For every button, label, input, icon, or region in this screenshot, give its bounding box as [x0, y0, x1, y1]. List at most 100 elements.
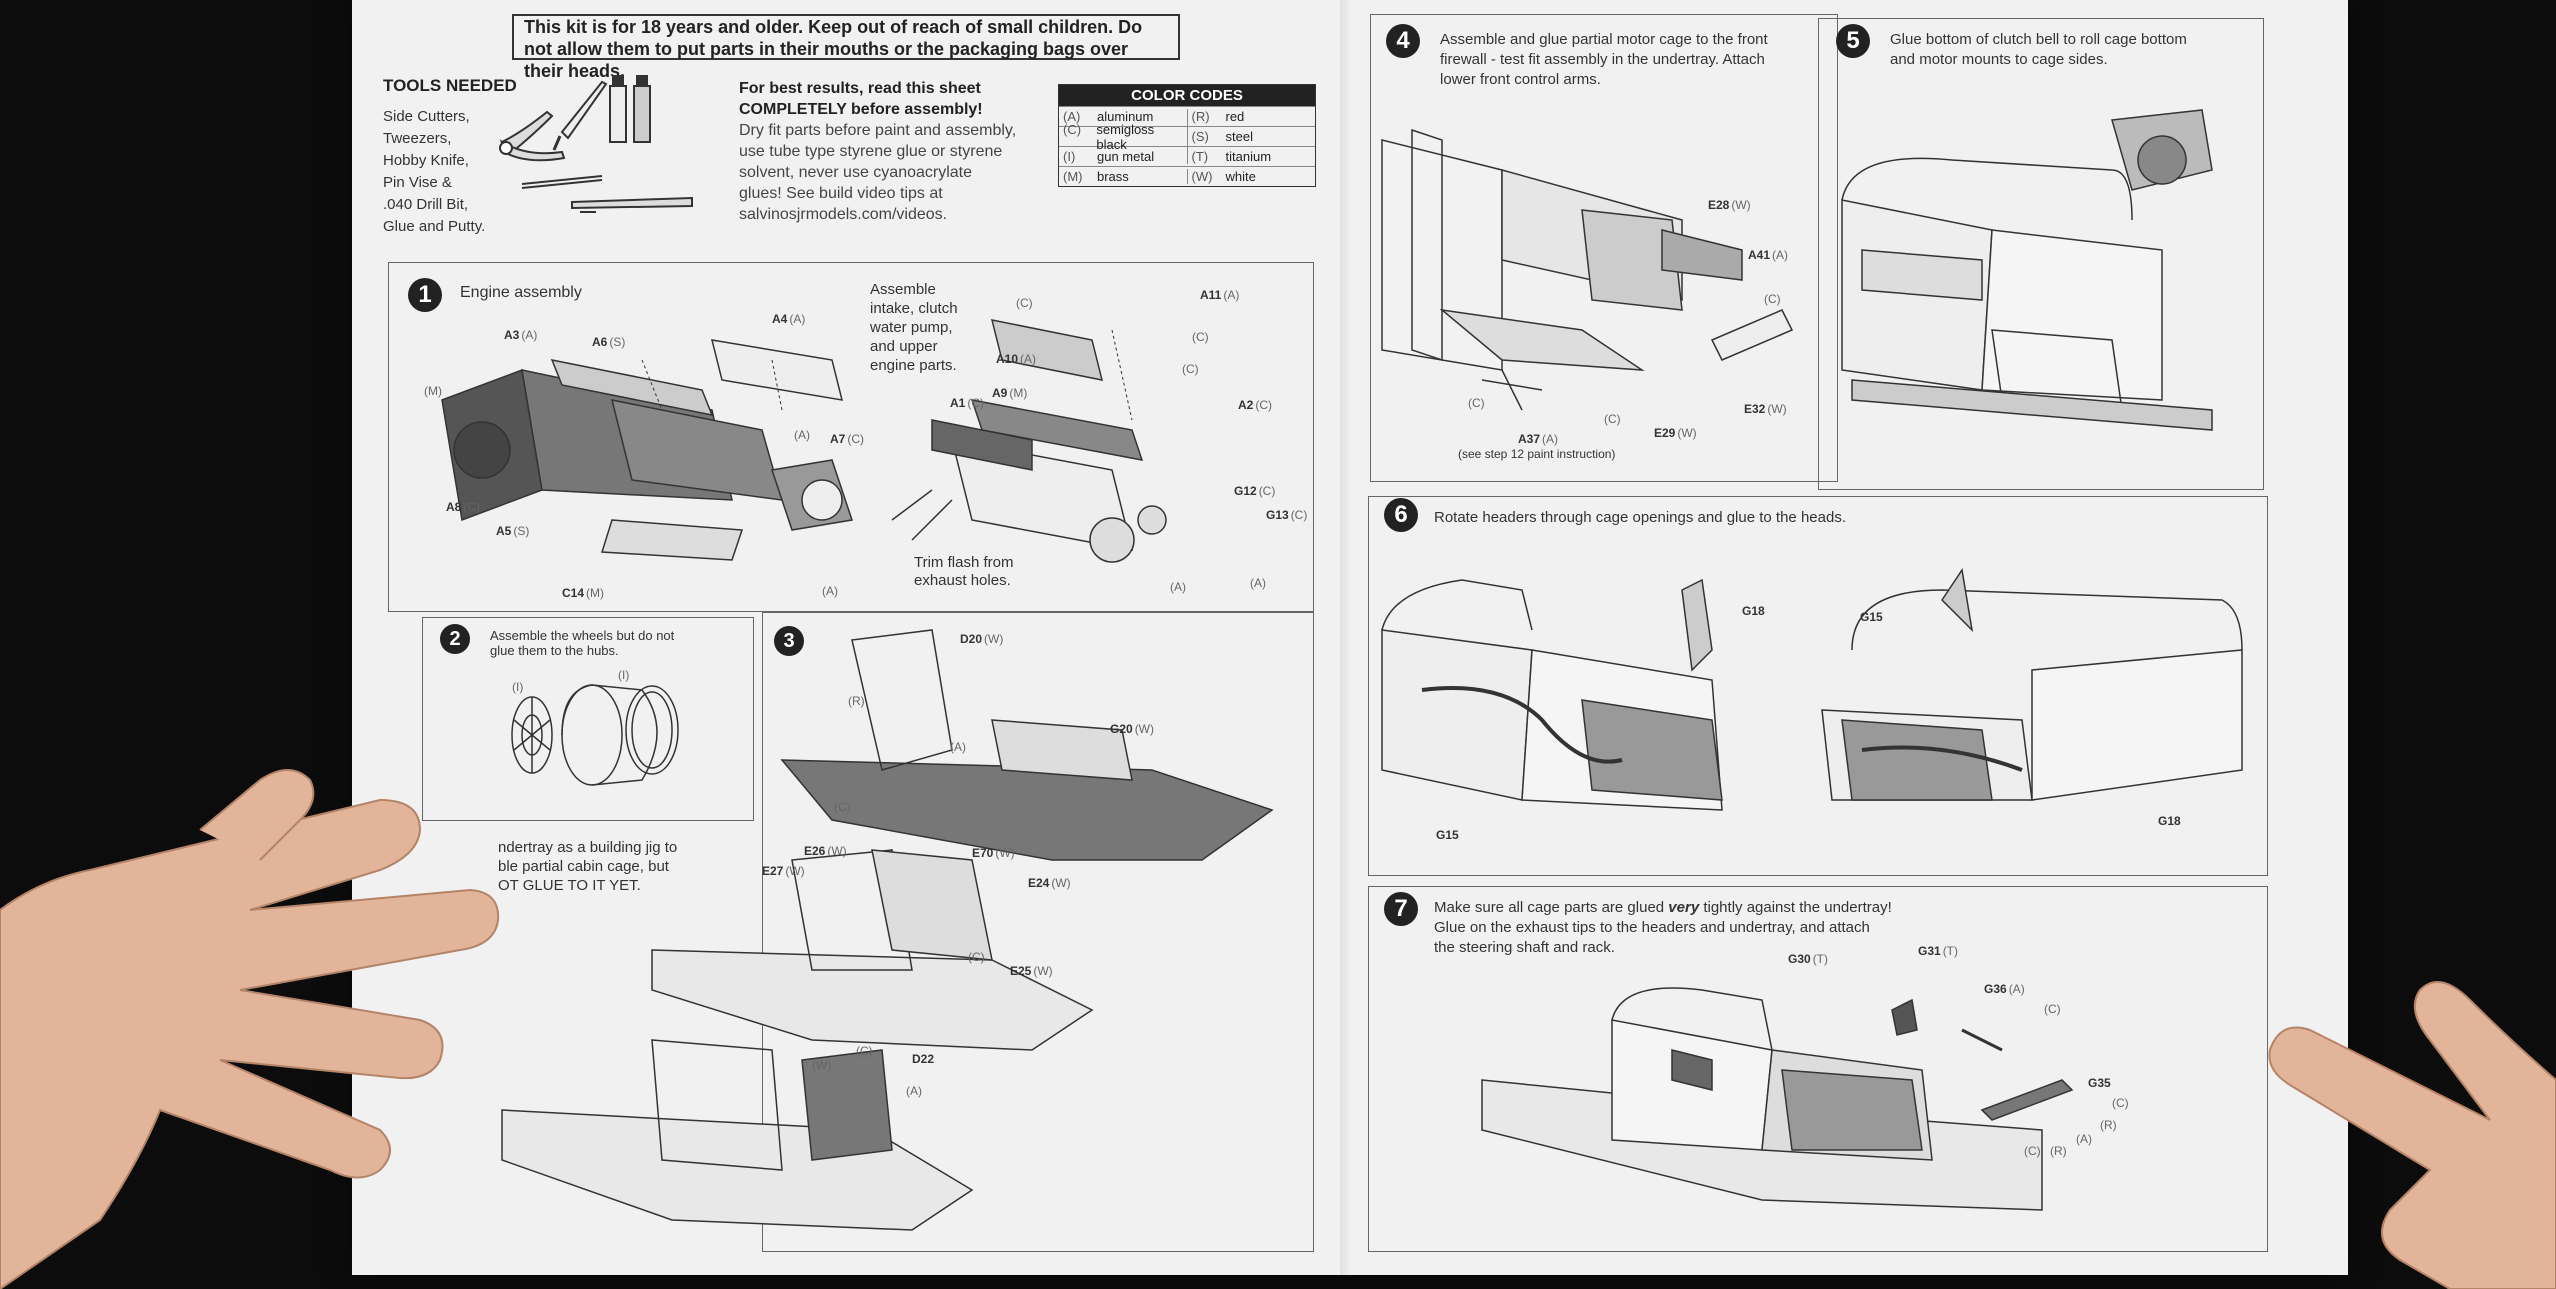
part-label: G12(C)	[1234, 484, 1276, 498]
part-label: (C)	[856, 1044, 873, 1058]
step-5-panel	[1818, 18, 2264, 490]
color-code-row: (A)aluminum (R)red	[1059, 106, 1315, 126]
part-label: (W)	[812, 1058, 832, 1072]
part-label: A5(S)	[496, 524, 530, 538]
part-label: (C)	[1192, 330, 1209, 344]
color-code: (W)	[1191, 169, 1213, 184]
step-4-panel	[1370, 14, 1838, 482]
part-label: G30(T)	[1788, 952, 1829, 966]
part-label: A37(A)	[1518, 432, 1559, 446]
step-1-number: 1	[408, 278, 442, 312]
step-4-note: (see step 12 paint instruction)	[1458, 447, 1616, 461]
part-label: E32(W)	[1744, 402, 1787, 416]
undertray-illustration	[501, 629, 1274, 1231]
part-label: (I)	[512, 680, 524, 694]
part-label: (R)	[848, 694, 865, 708]
color-code: (T)	[1191, 149, 1209, 164]
color-codes-title: COLOR CODES	[1059, 85, 1315, 106]
color-name: semigloss black	[1096, 121, 1155, 152]
motor-cage-illustration	[1381, 128, 1794, 411]
color-name: red	[1225, 109, 1245, 124]
part-label: (C)	[2044, 1002, 2061, 1016]
color-code: (I)	[1063, 149, 1076, 164]
tool-item: Glue and Putty.	[383, 218, 486, 235]
part-label: (C)	[1016, 296, 1033, 310]
part-label: G35	[2088, 1076, 2111, 1090]
part-label: (C)	[1182, 362, 1199, 376]
part-label: E25(W)	[1010, 964, 1053, 978]
part-label: A2(C)	[1238, 398, 1273, 412]
part-label: G15	[1436, 828, 1459, 842]
left-hand	[0, 769, 500, 1289]
step-3-text: ndertray as a building jig to ble partia…	[498, 839, 678, 894]
part-label: C14(M)	[562, 586, 605, 600]
engine-illustration	[441, 319, 1167, 563]
step-7-text-after: tightly against the undertray! Glue on t…	[1434, 899, 1892, 956]
part-label: (A)	[794, 428, 810, 442]
step-7-text: Make sure all cage parts are glued very …	[1434, 898, 1892, 958]
part-label: A6(S)	[592, 335, 626, 349]
step-7-text-before: Make sure all cage parts are glued	[1434, 899, 1669, 916]
step-4-number: 4	[1386, 24, 1420, 58]
roll-cage-illustration	[1841, 109, 2213, 431]
part-label: (C)	[1764, 292, 1781, 306]
part-label: A11(A)	[1200, 288, 1240, 302]
part-label: G15	[1860, 610, 1883, 624]
part-label: (R)	[2050, 1144, 2067, 1158]
step-6-panel	[1368, 496, 2268, 876]
step-3-number: 3	[774, 626, 804, 656]
part-label: G31(T)	[1918, 944, 1959, 958]
color-code-row: (I)gun metal (T)titanium	[1059, 146, 1315, 166]
part-label: (A)	[1250, 576, 1266, 590]
tools-title: TOOLS NEEDED	[383, 76, 517, 95]
color-code: (C)	[1063, 121, 1082, 137]
step-1-note: Assemble intake, clutch water pump, and …	[870, 281, 958, 374]
part-label: G18	[1742, 604, 1765, 618]
part-label: (C)	[968, 950, 985, 964]
best-results-heading: For best results, read this sheet COMPLE…	[739, 80, 983, 118]
step-2-text: Assemble the wheels but do not glue them…	[490, 628, 675, 658]
color-code-row: (C) semigloss black (S) steel	[1059, 121, 1315, 152]
tool-item: Tweezers,	[383, 130, 452, 147]
part-label: G13(C)	[1266, 508, 1308, 522]
part-label: (M)	[424, 384, 442, 398]
part-label: E29(W)	[1654, 426, 1697, 440]
part-label: (C)	[1468, 396, 1485, 410]
part-label: (C)	[834, 800, 851, 814]
sheet-fold	[1340, 0, 1356, 1275]
part-label: A1(C)	[950, 396, 985, 410]
color-name: aluminum	[1097, 109, 1154, 124]
part-label: E26(W)	[804, 844, 847, 858]
age-warning: This kit is for 18 years and older. Keep…	[512, 14, 1180, 81]
part-label: D20(W)	[960, 632, 1004, 646]
part-label: A3(A)	[504, 328, 538, 342]
color-code: (M)	[1063, 169, 1083, 184]
right-hand	[2268, 981, 2556, 1289]
part-label: (C)	[2112, 1096, 2129, 1110]
color-code: (S)	[1191, 129, 1209, 144]
instruction-sheet: This kit is for 18 years and older. Keep…	[352, 0, 2348, 1275]
color-codes-table: COLOR CODES (A)aluminum (R)red (C)semigl…	[1058, 84, 1316, 187]
color-name: titanium	[1225, 149, 1272, 164]
step-1-trim-note: Trim flash from exhaust holes.	[914, 554, 1014, 589]
step-6-number: 6	[1384, 498, 1418, 532]
final-assembly-illustration	[1481, 987, 2074, 1211]
color-code-row: (M)brass (W)white	[1059, 166, 1315, 186]
step-3-panel	[762, 612, 1314, 1252]
part-label: (C)	[2024, 1144, 2041, 1158]
wheel-illustration	[511, 684, 679, 786]
part-label: (A)	[906, 1084, 922, 1098]
tools-illustration	[499, 75, 693, 213]
part-label: (A)	[1170, 580, 1186, 594]
color-code: (R)	[1191, 109, 1210, 124]
part-label: A7(C)	[830, 432, 865, 446]
best-results-note: For best results, read this sheet COMPLE…	[739, 78, 1019, 225]
tool-item: .040 Drill Bit,	[383, 196, 469, 213]
color-name: white	[1225, 169, 1256, 184]
tool-item: Hobby Knife,	[383, 152, 469, 169]
tool-item: Pin Vise &	[383, 174, 452, 191]
part-label: A41(A)	[1748, 248, 1789, 262]
color-name: steel	[1225, 129, 1253, 144]
step-7-number: 7	[1384, 892, 1418, 926]
step-7-text-emphasis: very	[1668, 899, 1700, 916]
